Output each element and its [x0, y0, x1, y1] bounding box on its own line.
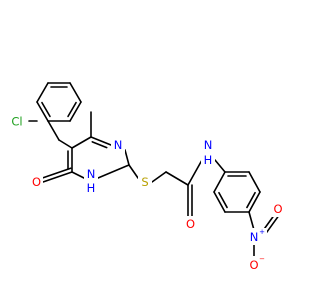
bond-s-ch2 — [151, 171, 167, 183]
bond-n3-c2 — [124, 149, 130, 166]
nitrophenyl-bond-4 — [213, 191, 226, 213]
label-amide-h: H — [204, 153, 213, 167]
bond-c4-n3-inner — [91, 141, 108, 149]
label-n-nitro: N — [250, 230, 259, 244]
bond-layer — [28, 82, 280, 259]
nitrophenyl-bond-4-inner — [218, 191, 228, 209]
label-o-nitro-top: O — [273, 202, 282, 216]
chlorophenyl-bond-1 — [69, 82, 82, 103]
chlorophenyl-bond-4 — [36, 101, 49, 122]
charge-plus: + — [259, 228, 265, 236]
bond-aryl-nitro — [248, 211, 255, 231]
atom-sulfur: S — [138, 174, 152, 190]
label-ring-h: H — [87, 181, 96, 195]
chlorophenyl-bond-2-inner — [67, 101, 77, 118]
bond-c6-o — [42, 171, 73, 183]
bond-n1-c6 — [71, 171, 85, 179]
label-o-amide: O — [186, 217, 195, 231]
bond-ch2-c5 — [58, 139, 73, 149]
nitrophenyl-bond-1 — [248, 171, 261, 193]
atom-chlorine: Cl — [6, 114, 28, 129]
bond-c6-o-inner — [40, 167, 72, 180]
atom-oxygen-amide: O — [184, 216, 197, 232]
bond-ch2-co — [165, 171, 189, 186]
atom-nitro-n: N + — [249, 228, 267, 245]
nitrophenyl-bond-5 — [213, 171, 226, 193]
label-s: S — [141, 175, 148, 189]
label-cl: Cl — [11, 115, 22, 129]
nitrophenyl-bond-2-inner — [246, 191, 256, 209]
molecule-structure: Cl O N H N S O N H N + O — [6, 82, 285, 273]
label-ring-n: N — [87, 167, 96, 181]
bond-c4-n3 — [90, 136, 112, 146]
label-n-ring: N — [114, 138, 123, 152]
chlorophenyl-bond-2 — [69, 101, 82, 122]
label-o-ketone: O — [32, 175, 41, 189]
bond-c2-s — [128, 164, 139, 179]
charge-minus: − — [259, 255, 265, 263]
bond-c5-c4 — [71, 136, 92, 149]
label-amide-n: N — [204, 138, 213, 152]
atom-ring-n: N — [111, 137, 125, 153]
label-o-nitro-bottom: O — [249, 258, 258, 272]
bond-co-nh — [187, 159, 203, 186]
atom-nitro-o-bottom: O − — [249, 255, 267, 273]
atom-ring-nh: N H — [84, 166, 98, 197]
bond-c2-n1 — [97, 164, 130, 179]
bond-ring-ch2 — [47, 120, 60, 141]
atom-amide-nh: N H — [201, 137, 215, 168]
atom-oxygen-ketone: O — [30, 174, 43, 190]
chlorophenyl-bond-4-inner — [41, 101, 51, 118]
bond-nh-aryl — [214, 159, 226, 173]
chlorophenyl-bond-5 — [36, 82, 49, 103]
atom-nitro-o-top: O — [271, 201, 285, 217]
nitrophenyl-bond-2 — [248, 191, 261, 213]
bond-n-o-top-inner — [264, 215, 280, 236]
